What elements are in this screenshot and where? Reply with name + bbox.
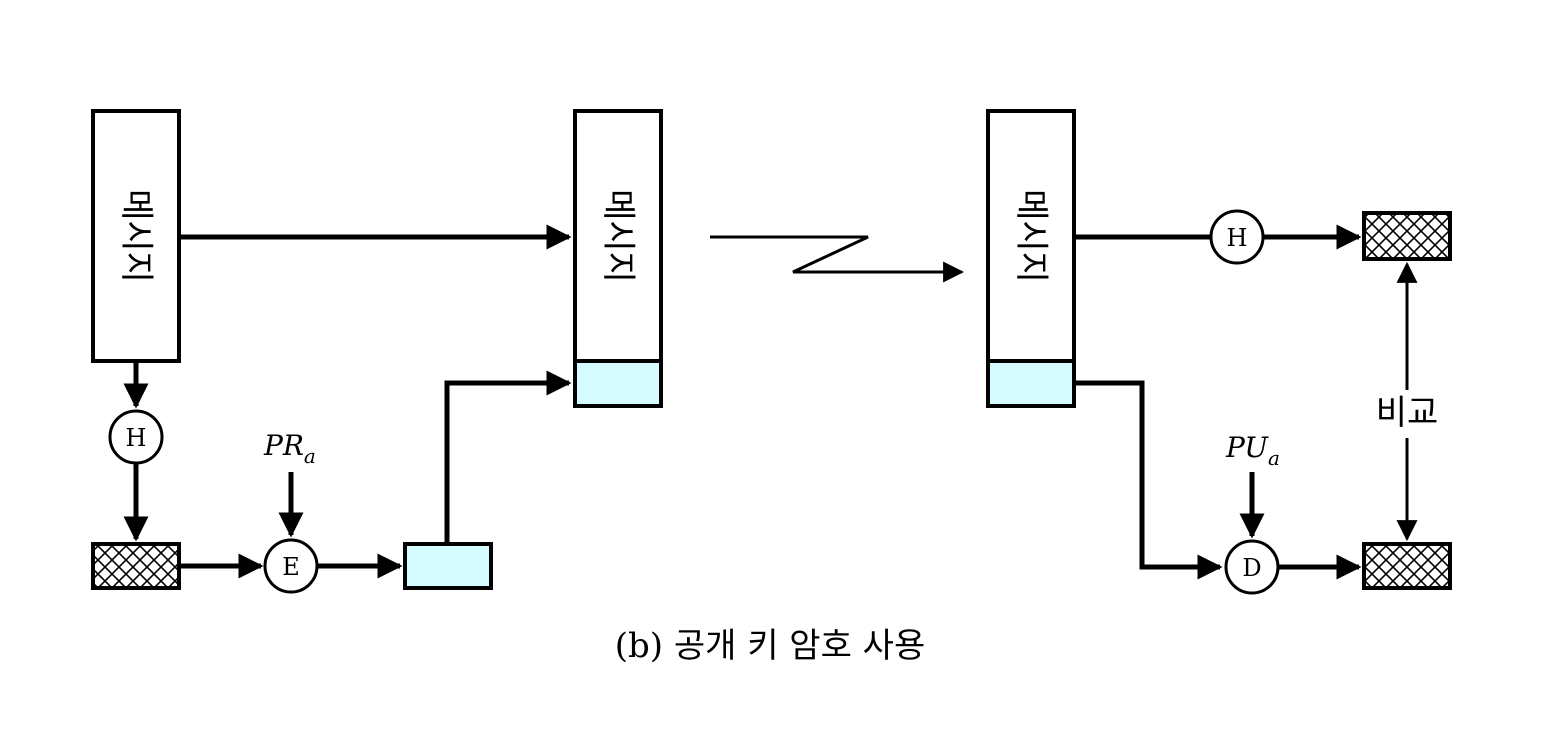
received-signature-box	[986, 359, 1076, 408]
private-key-label: PRa	[263, 429, 316, 468]
sender-hash-digest	[91, 542, 181, 590]
transmission-arrow	[710, 235, 965, 283]
sender-hash-label: H	[126, 424, 147, 452]
receiver-computed-digest	[1362, 211, 1452, 261]
figure-caption: (b) 공개 키 암호 사용	[615, 626, 925, 666]
signature-append-arrow	[444, 370, 572, 544]
sender-message-label: 메시지	[116, 189, 156, 283]
receiver-decrypted-digest	[1362, 542, 1452, 590]
encrypt-label: E	[282, 553, 300, 581]
received-message-label: 메시지	[1011, 189, 1051, 283]
sent-message-box	[573, 109, 663, 363]
sender-signature-box	[403, 542, 493, 590]
sender-message-box	[91, 109, 181, 363]
signature-to-decrypt-arrow	[1074, 380, 1223, 580]
receiver-hash-label: H	[1227, 224, 1248, 252]
public-key-label: PUa	[1225, 431, 1280, 470]
compare-label: 비교	[1376, 393, 1439, 433]
sent-signature-box	[573, 359, 663, 408]
decrypt-label: D	[1242, 554, 1261, 582]
sent-message-label: 메시지	[598, 189, 638, 283]
